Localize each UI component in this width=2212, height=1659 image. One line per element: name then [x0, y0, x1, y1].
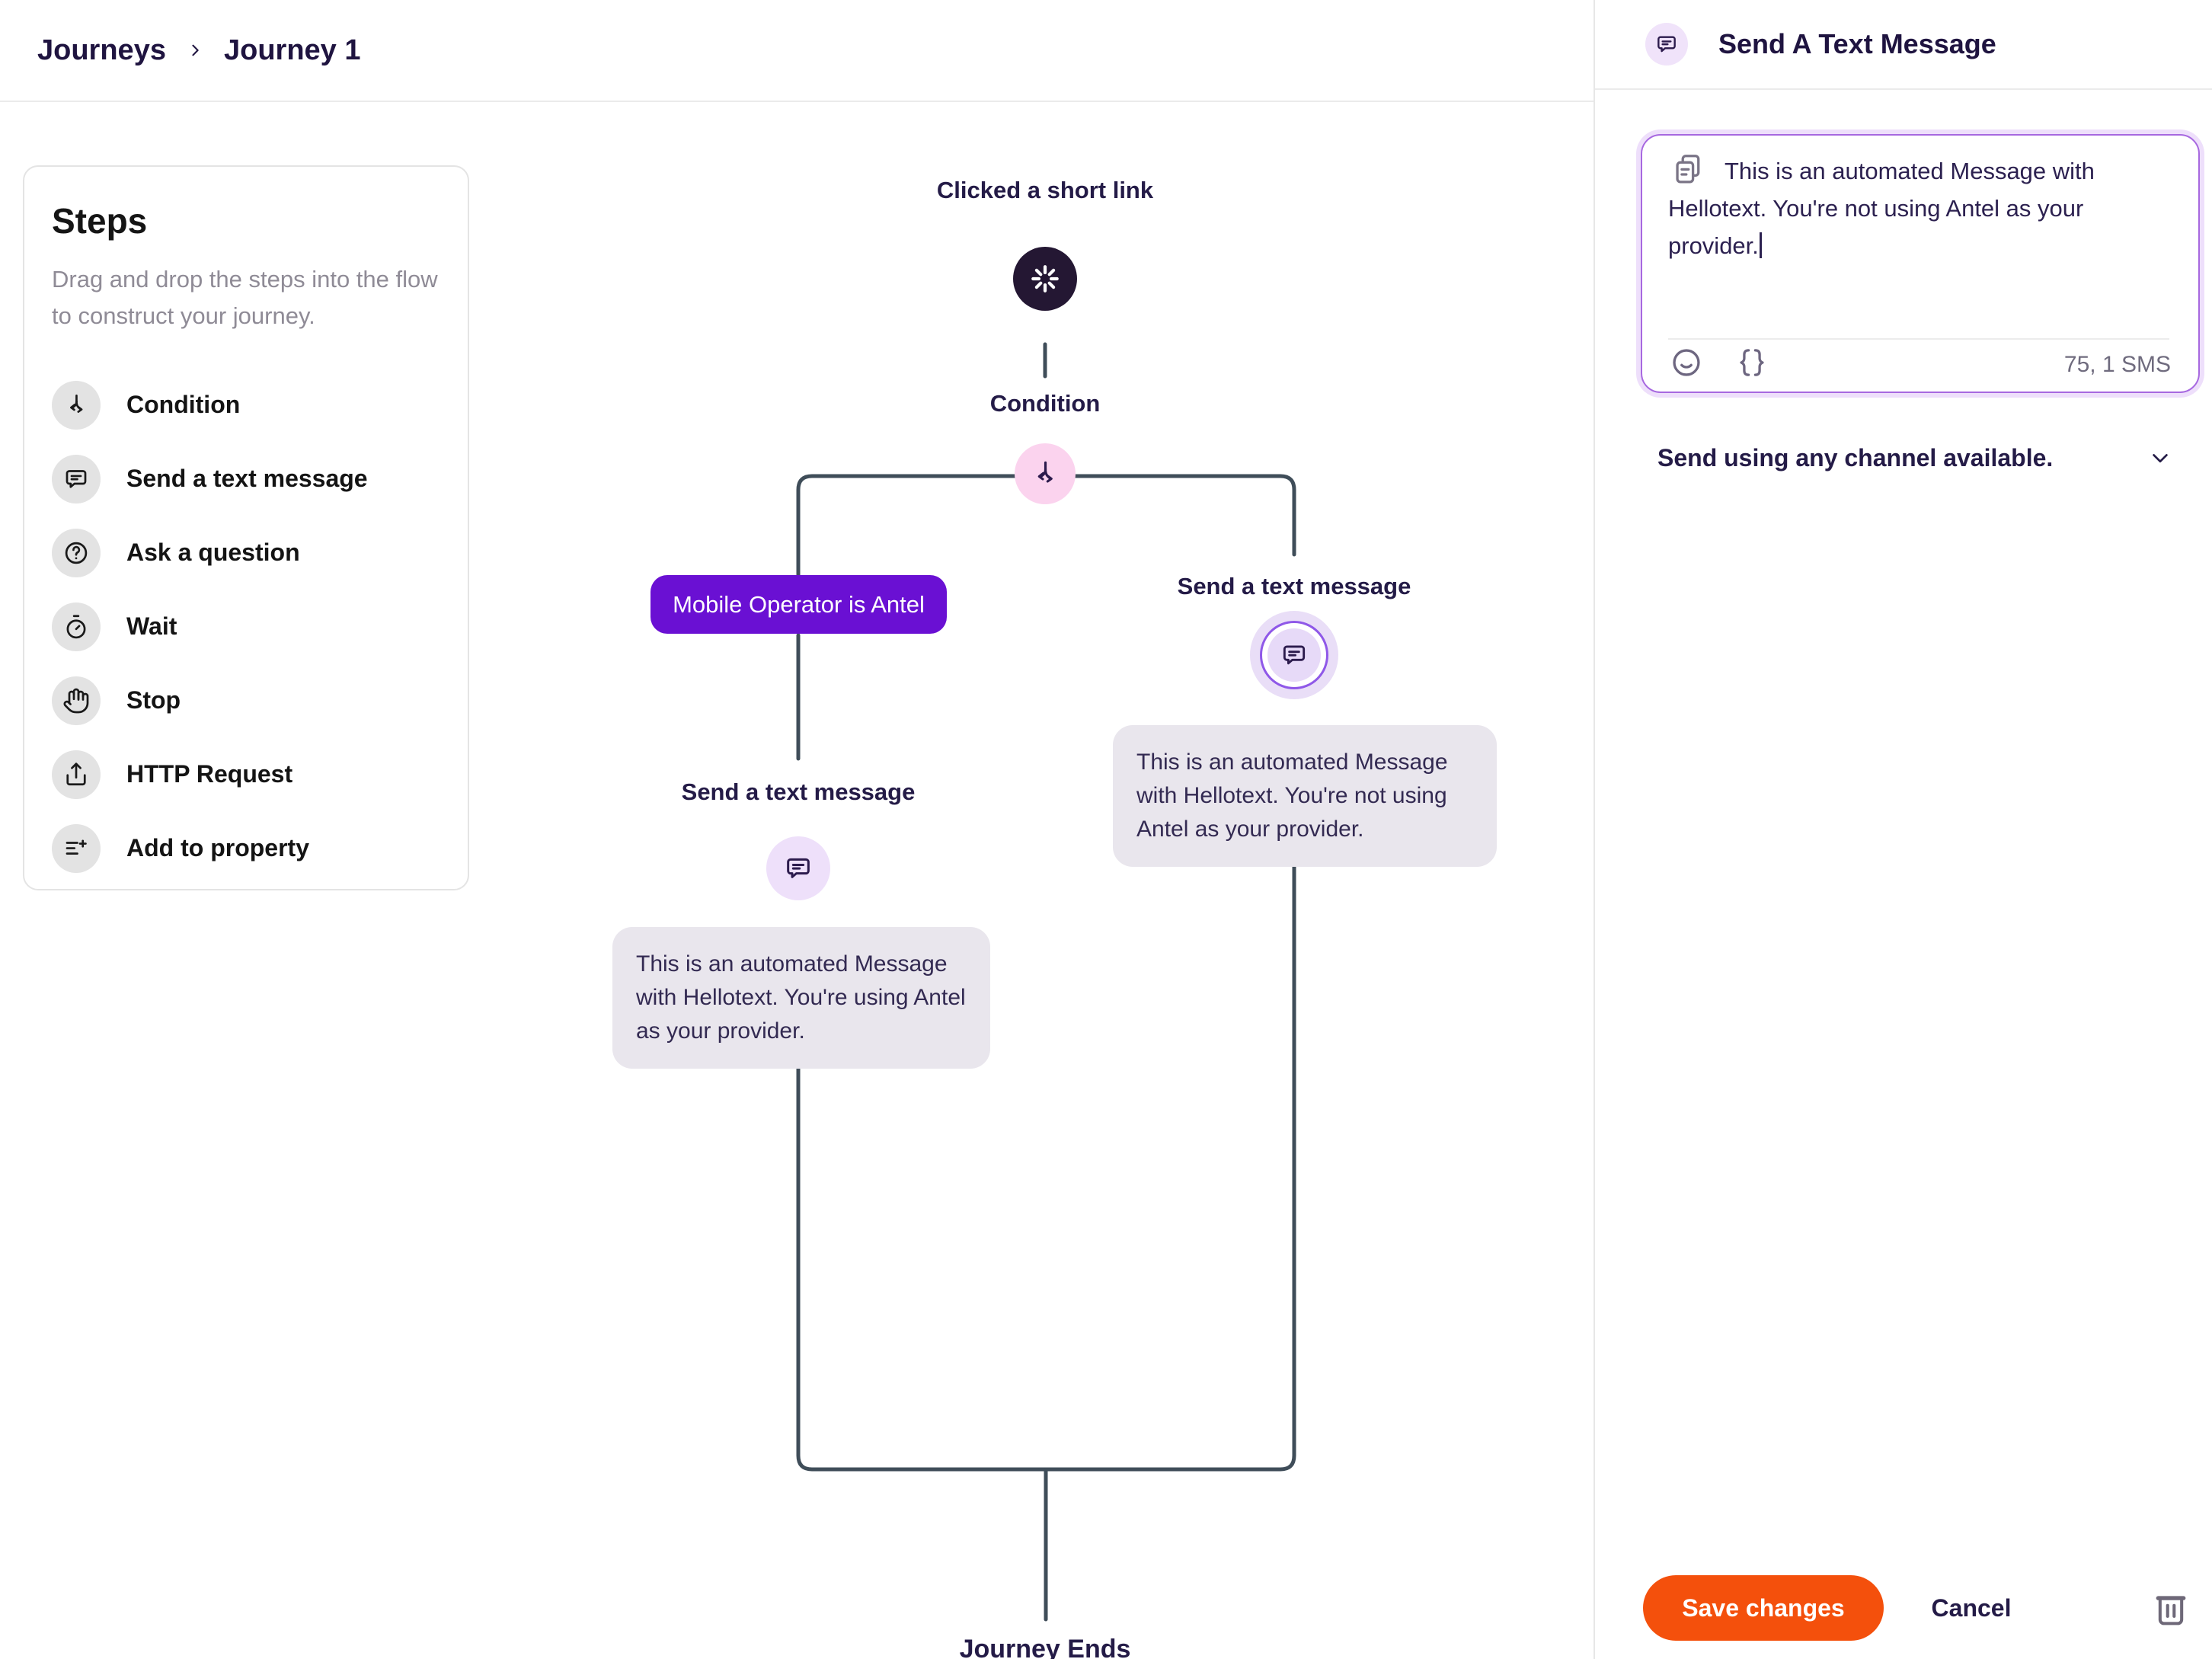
- condition-node[interactable]: [1015, 443, 1076, 504]
- list-plus-icon: [52, 823, 101, 873]
- channel-selector-label: Send using any channel available.: [1657, 443, 2054, 471]
- step-item-label: Add to property: [126, 834, 309, 861]
- condition-branch-badge[interactable]: Mobile Operator is Antel: [650, 575, 947, 634]
- message-line: with Hellotext. You're not using: [1136, 783, 1447, 808]
- composer-line: Hellotext. You're not using Antel as you…: [1668, 195, 2084, 222]
- panel-header: Send A Text Message: [1595, 0, 2212, 90]
- step-item-condition[interactable]: Condition: [52, 368, 440, 442]
- breadcrumb-journeys[interactable]: Journeys: [37, 34, 166, 66]
- steps-panel-title: Steps: [52, 201, 148, 241]
- composer-divider: [1668, 338, 2169, 340]
- step-item-wait[interactable]: Wait: [52, 590, 440, 663]
- question-icon: [52, 528, 101, 577]
- right-node-label: Send a text message: [1177, 573, 1411, 599]
- step-item-label: HTTP Request: [126, 760, 293, 788]
- node-inner-circle: [1267, 628, 1321, 682]
- step-item-stop[interactable]: Stop: [52, 663, 440, 737]
- left-message-node[interactable]: [766, 836, 830, 900]
- split-icon: [1029, 458, 1061, 490]
- message-icon: [783, 853, 814, 884]
- step-editor-panel: Send A Text Message This is an automated…: [1593, 0, 2212, 1659]
- hand-icon: [52, 676, 101, 725]
- sms-counter: 75, 1 SMS: [2063, 352, 2171, 377]
- step-item-label: Ask a question: [126, 539, 300, 566]
- step-item-ask-question[interactable]: Ask a question: [52, 516, 440, 590]
- braces-icon[interactable]: [1735, 346, 1769, 379]
- panel-title: Send A Text Message: [1718, 28, 1996, 59]
- split-icon: [52, 380, 101, 430]
- cancel-button[interactable]: Cancel: [1931, 1593, 2012, 1622]
- message-line: as your provider.: [636, 1018, 805, 1044]
- emoji-icon[interactable]: [1670, 346, 1703, 379]
- step-item-label: Condition: [126, 391, 241, 418]
- message-icon: [1645, 23, 1688, 66]
- chevron-right-icon: [184, 40, 206, 61]
- main-header: Journeys Journey 1: [0, 0, 1593, 102]
- message-composer[interactable]: This is an automated Message with Hellot…: [1641, 134, 2200, 393]
- steps-panel-subtitle: Drag and drop the steps into the flow to…: [52, 266, 438, 329]
- message-icon: [1280, 641, 1309, 670]
- right-message-node-selected[interactable]: [1250, 611, 1338, 699]
- steps-panel: Steps Drag and drop the steps into the f…: [23, 165, 469, 890]
- text-cursor: [1759, 232, 1762, 258]
- channel-selector[interactable]: Send using any channel available.: [1657, 437, 2174, 478]
- chevron-down-icon: [2146, 444, 2174, 471]
- step-item-label: Wait: [126, 612, 177, 640]
- left-node-label: Send a text message: [681, 778, 916, 805]
- trigger-node[interactable]: [1013, 247, 1077, 311]
- trash-icon[interactable]: [2150, 1587, 2191, 1628]
- step-item-label: Stop: [126, 686, 181, 714]
- steps-list: Condition Send a text message Ask a ques…: [52, 368, 440, 885]
- burst-icon: [1028, 261, 1063, 296]
- step-item-send-text-message[interactable]: Send a text message: [52, 442, 440, 516]
- message-line: with Hellotext. You're using Antel: [636, 985, 966, 1010]
- left-message-preview[interactable]: This is an automated Message with Hellot…: [612, 927, 990, 1069]
- message-icon: [52, 454, 101, 503]
- step-item-http-request[interactable]: HTTP Request: [52, 737, 440, 811]
- share-icon: [52, 750, 101, 799]
- selection-ring: [1260, 621, 1328, 689]
- journey-end-label: Journey Ends: [959, 1635, 1131, 1659]
- message-line: This is an automated Message: [1136, 750, 1448, 775]
- composer-line: This is an automated Message with: [1725, 158, 2095, 184]
- condition-label: Condition: [989, 390, 1101, 417]
- step-item-label: Send a text message: [126, 465, 368, 492]
- step-item-add-to-property[interactable]: Add to property: [52, 811, 440, 885]
- composer-line: provider.: [1668, 232, 1759, 259]
- composer-text-input[interactable]: This is an automated Message with Hellot…: [1668, 152, 2183, 264]
- message-line: This is an automated Message: [636, 951, 948, 977]
- message-line: Antel as your provider.: [1136, 817, 1364, 842]
- save-changes-button[interactable]: Save changes: [1643, 1575, 1884, 1641]
- right-message-preview[interactable]: This is an automated Message with Hellot…: [1113, 725, 1497, 867]
- breadcrumb-current: Journey 1: [223, 34, 361, 66]
- trigger-label: Clicked a short link: [936, 177, 1154, 203]
- timer-icon: [52, 602, 101, 651]
